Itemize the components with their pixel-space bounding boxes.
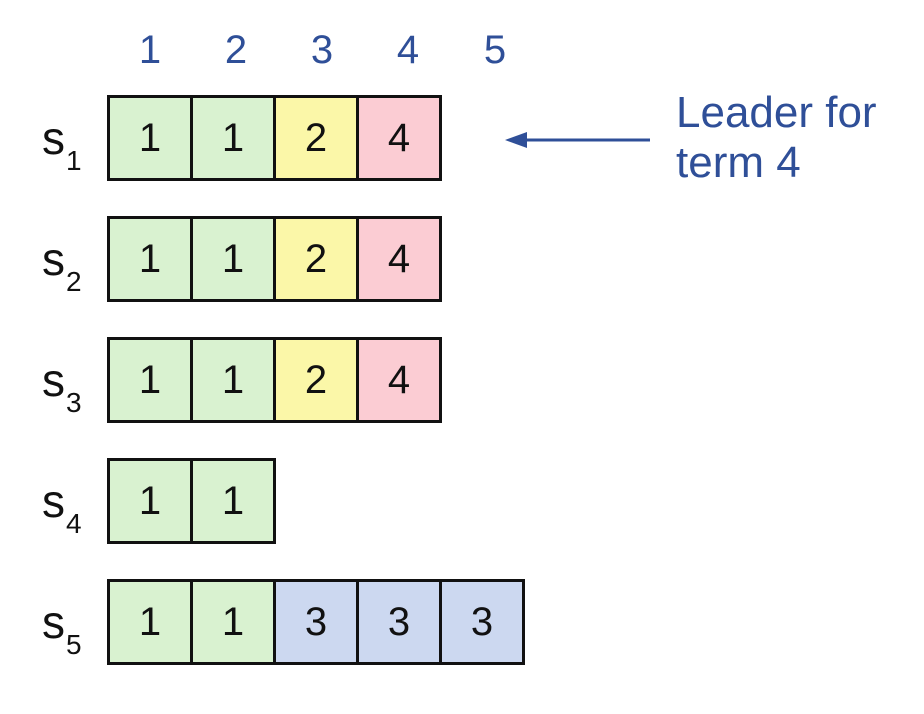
log-entry: 1 <box>107 337 193 423</box>
log-row-s2: 1 1 2 4 <box>107 216 442 302</box>
server-subscript: 2 <box>66 266 82 297</box>
log-entry: 1 <box>107 579 193 665</box>
index-label-5: 5 <box>483 28 507 72</box>
server-label-s2: s2 <box>42 233 82 297</box>
log-row-s3: 1 1 2 4 <box>107 337 442 423</box>
server-subscript: 1 <box>66 145 82 176</box>
log-entry: 1 <box>107 216 193 302</box>
server-subscript: 3 <box>66 387 82 418</box>
log-entry: 3 <box>439 579 525 665</box>
log-entry: 1 <box>190 216 276 302</box>
index-label-3: 3 <box>310 28 334 72</box>
log-entry: 2 <box>273 216 359 302</box>
log-entry: 3 <box>273 579 359 665</box>
server-label-s5: s5 <box>42 596 82 660</box>
log-entry: 4 <box>356 337 442 423</box>
server-subscript: 5 <box>66 629 82 660</box>
log-row-s1: 1 1 2 4 <box>107 95 442 181</box>
log-entry: 1 <box>190 458 276 544</box>
log-entry: 1 <box>107 458 193 544</box>
log-entry: 3 <box>356 579 442 665</box>
log-row-s5: 1 1 3 3 3 <box>107 579 525 665</box>
index-label-1: 1 <box>138 28 162 72</box>
leader-annotation-line1: Leader for <box>676 88 877 137</box>
server-label-s4: s4 <box>42 475 82 539</box>
log-entry: 1 <box>190 337 276 423</box>
server-label-s1: s1 <box>42 112 82 176</box>
leader-annotation-line2: term 4 <box>676 138 801 187</box>
arrow-left-icon <box>505 132 650 148</box>
server-label-s3: s3 <box>42 354 82 418</box>
log-entry: 1 <box>190 579 276 665</box>
leader-annotation: Leader for term 4 <box>676 88 877 188</box>
log-entry: 1 <box>190 95 276 181</box>
log-entry: 4 <box>356 216 442 302</box>
log-entry: 2 <box>273 337 359 423</box>
index-label-2: 2 <box>224 28 248 72</box>
log-entry: 2 <box>273 95 359 181</box>
log-entry: 1 <box>107 95 193 181</box>
index-label-4: 4 <box>396 28 420 72</box>
log-row-s4: 1 1 <box>107 458 276 544</box>
server-subscript: 4 <box>66 508 82 539</box>
log-entry: 4 <box>356 95 442 181</box>
